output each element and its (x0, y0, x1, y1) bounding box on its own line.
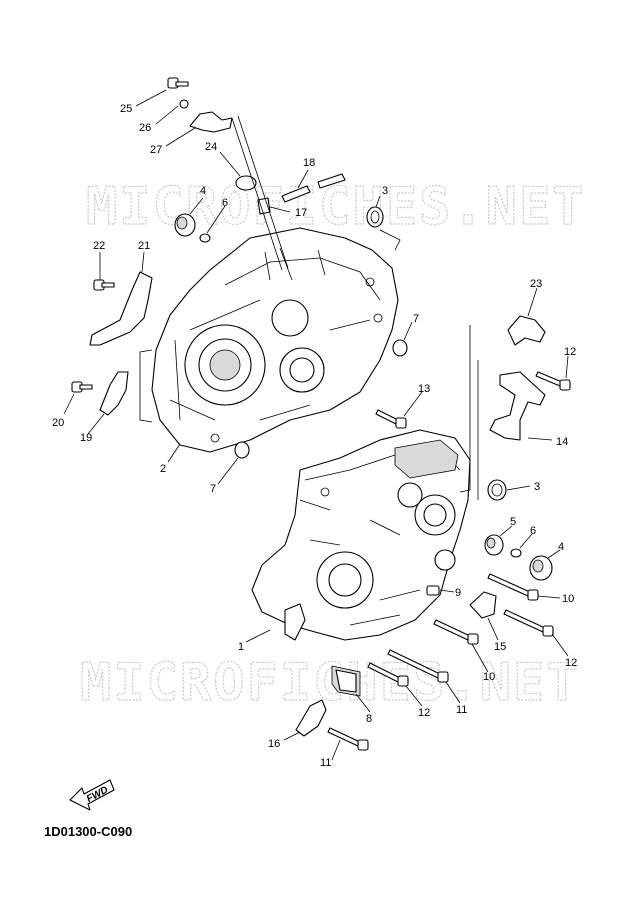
breather-pipe (231, 115, 289, 271)
callout-22: 22 (93, 240, 105, 252)
callout-6-lower: 6 (530, 525, 536, 537)
diagram-code: 1D01300-C090 (44, 824, 133, 839)
callout-26: 26 (139, 122, 151, 134)
callout-10-upper: 10 (562, 593, 574, 605)
callout-3-upper: 3 (382, 185, 388, 197)
callout-9: 9 (455, 587, 461, 599)
callout-4-lower: 4 (558, 541, 564, 553)
guide-19 (99, 371, 129, 416)
left-crankcase-part-2 (151, 227, 399, 453)
callout-12-lower: 12 (418, 707, 430, 719)
bolt-10-upper (487, 573, 539, 601)
bolt-12-upper (535, 371, 571, 391)
callout-4-upper: 4 (200, 185, 206, 197)
bolt-11-lower (327, 727, 369, 751)
callout-11-upper: 11 (456, 704, 467, 716)
callout-12-upper: 12 (564, 346, 576, 358)
cap-24 (235, 175, 257, 191)
bolt-12-middle (503, 609, 554, 637)
bolt-25 (167, 77, 189, 89)
bolt-12-lower (367, 662, 409, 687)
callout-17: 17 (295, 207, 307, 219)
seal-3-upper (366, 206, 384, 228)
bushing-5 (484, 534, 504, 556)
bracket-21 (89, 271, 153, 346)
bracket-14 (489, 371, 546, 441)
callout-16: 16 (268, 738, 280, 750)
bolt-22 (93, 279, 115, 291)
callout-14: 14 (556, 436, 568, 448)
clip-23 (507, 315, 546, 346)
callout-6-upper: 6 (222, 197, 228, 209)
callout-24: 24 (205, 141, 217, 153)
callout-27: 27 (150, 144, 162, 156)
callout-7-upper: 7 (413, 313, 419, 325)
callout-1: 1 (238, 641, 244, 653)
assembly-lines (139, 229, 479, 500)
plate-16 (295, 699, 327, 737)
bolt-20 (71, 381, 93, 393)
callout-18: 18 (303, 157, 315, 169)
callout-20: 20 (52, 417, 64, 429)
bolt-11-upper (387, 649, 449, 683)
callout-11-lower: 11 (320, 757, 331, 769)
pad-8 (331, 665, 361, 697)
bushing-4-upper (174, 213, 196, 237)
clamp-27 (189, 111, 233, 133)
oring-6-upper (199, 233, 211, 243)
oring-6-lower (510, 548, 522, 558)
callout-5: 5 (510, 516, 516, 528)
callout-23: 23 (530, 278, 542, 290)
bolt-13 (375, 409, 407, 429)
callout-7-lower: 7 (210, 483, 216, 495)
right-crankcase-part-1 (251, 429, 471, 641)
callout-10-lower: 10 (483, 671, 495, 683)
callout-13: 13 (418, 383, 430, 395)
callout-15: 15 (494, 641, 506, 653)
watermark-top: MICROFICHES.NET (86, 177, 586, 237)
fwd-arrow-icon: FWD (69, 779, 115, 811)
callout-12-middle: 12 (565, 657, 577, 669)
fwd-label: FWD (85, 785, 110, 805)
seal-3-lower (487, 479, 507, 501)
callout-25: 25 (120, 103, 132, 115)
bushing-4-lower (529, 555, 553, 581)
dowel-7-lower (234, 441, 250, 459)
callout-3-lower: 3 (534, 481, 540, 493)
bolt-10-lower (433, 619, 479, 645)
callout-21: 21 (138, 240, 150, 252)
dowel-7-upper (392, 339, 408, 357)
callout-labels: 25 26 27 24 18 17 4 6 3 22 21 7 20 19 2 … (52, 103, 577, 769)
block-9 (426, 585, 440, 596)
washer-26 (179, 99, 189, 109)
fitting-17 (257, 197, 271, 215)
callout-19: 19 (80, 432, 92, 444)
callout-2: 2 (160, 463, 166, 475)
clip-15 (469, 591, 497, 619)
callout-8: 8 (366, 713, 372, 725)
dowel-pins-18 (281, 173, 346, 203)
leader-lines (63, 89, 569, 761)
watermark-bottom: MICROFICHES.NET (80, 653, 580, 713)
